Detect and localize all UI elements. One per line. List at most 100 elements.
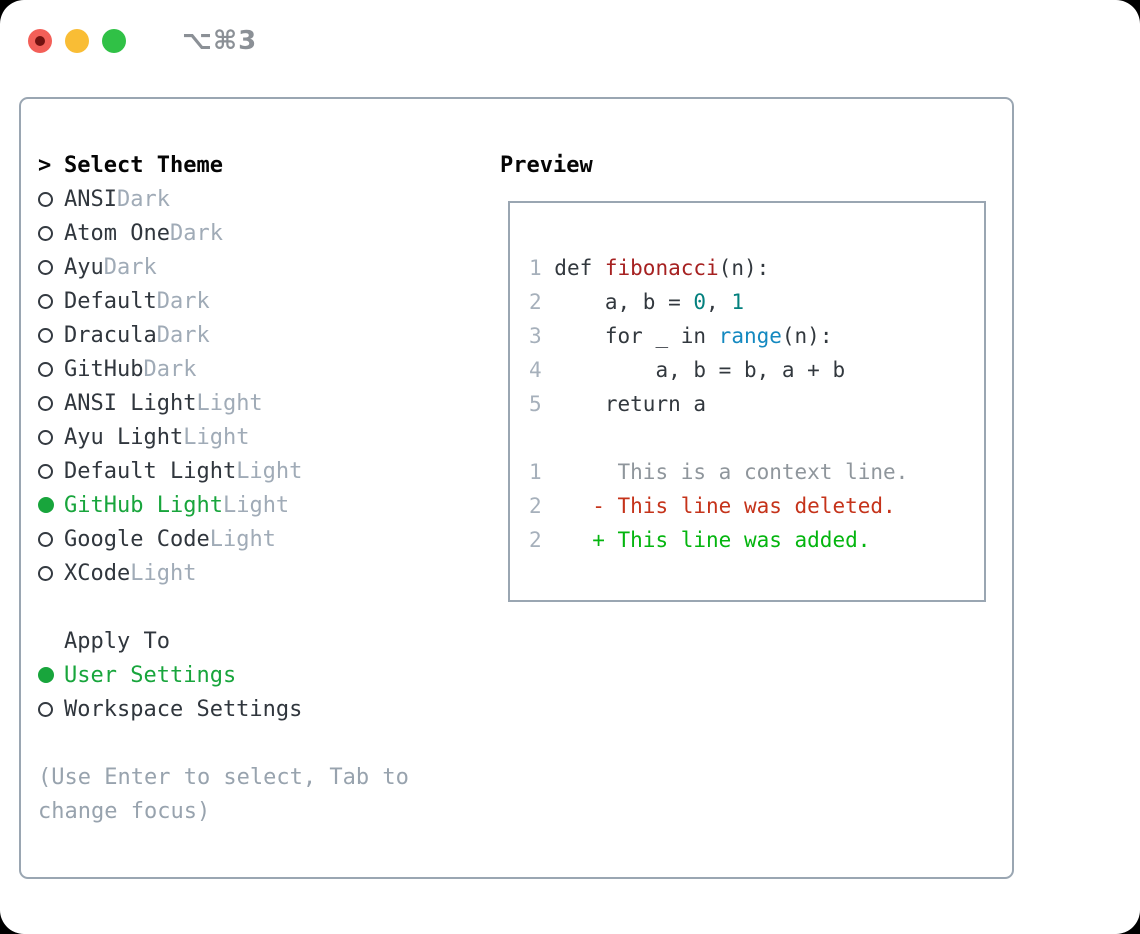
close-dot-icon <box>35 36 45 46</box>
option-tag: Dark <box>156 288 210 314</box>
option-label: User Settings <box>64 662 237 688</box>
theme-option-default-light[interactable]: Default Light Light <box>38 454 500 488</box>
option-tag: Dark <box>156 322 210 348</box>
line-number: 3 <box>529 324 542 348</box>
help-text-line: change focus) <box>38 798 211 824</box>
option-label: Ayu <box>64 254 104 280</box>
option-tag: Light <box>236 458 303 484</box>
radio-marker[interactable] <box>38 429 64 445</box>
radio-unselected-icon <box>38 225 53 241</box>
option-label: ANSI <box>64 186 117 212</box>
radio-marker[interactable] <box>38 565 64 581</box>
option-tag: Light <box>209 526 276 552</box>
radio-unselected-icon <box>38 395 53 411</box>
code-token-plain: return a <box>541 392 707 416</box>
radio-marker[interactable] <box>38 191 64 207</box>
option-label: ANSI Light <box>64 390 197 416</box>
option-label: Default <box>64 288 157 314</box>
radio-marker[interactable] <box>38 361 64 377</box>
line-number: 2 <box>529 494 542 518</box>
code-token-addition: + This line was added. <box>541 528 871 552</box>
radio-marker[interactable] <box>38 395 64 411</box>
option-label: Dracula <box>64 322 157 348</box>
code-line: 1 def fibonacci(n): <box>529 251 984 285</box>
window-shortcut-label: ⌥⌘3 <box>182 26 258 56</box>
radio-unselected-icon <box>38 259 53 275</box>
preview-column: Preview 1 def fibonacci(n):2 a, b = 0, 1… <box>500 148 1012 877</box>
code-line: 2 + This line was added. <box>529 523 984 557</box>
radio-marker[interactable] <box>38 497 64 513</box>
option-label: Workspace Settings <box>64 696 303 722</box>
apply-option-workspace-settings[interactable]: Workspace Settings <box>38 692 500 726</box>
radio-marker[interactable] <box>38 225 64 241</box>
theme-option-xcode[interactable]: XCode Light <box>38 556 500 590</box>
theme-option-ayu[interactable]: Ayu Dark <box>38 250 500 284</box>
option-tag: Light <box>196 390 263 416</box>
radio-unselected-icon <box>38 531 53 547</box>
titlebar: ⌥⌘3 <box>28 26 257 56</box>
theme-option-ansi-light[interactable]: ANSI Light Light <box>38 386 500 420</box>
theme-option-github-light[interactable]: GitHub Light Light <box>38 488 500 522</box>
code-line: 5 return a <box>529 387 984 421</box>
theme-option-atom-one[interactable]: Atom One Dark <box>38 216 500 250</box>
option-tag: Dark <box>143 356 197 382</box>
theme-option-github[interactable]: GitHub Dark <box>38 352 500 386</box>
radio-marker[interactable] <box>38 701 64 717</box>
option-label: XCode <box>64 560 131 586</box>
radio-marker[interactable] <box>38 667 64 683</box>
apply-option-user-settings[interactable]: User Settings <box>38 658 500 692</box>
line-number: 1 <box>529 256 542 280</box>
select-theme-title: Select Theme <box>64 152 223 178</box>
option-tag: Dark <box>116 186 170 212</box>
option-label: GitHub Light <box>64 492 223 518</box>
select-theme-header: >Select Theme <box>38 148 500 182</box>
code-token-plain: (n): <box>718 256 770 280</box>
radio-marker[interactable] <box>38 327 64 343</box>
radio-unselected-icon <box>38 701 53 717</box>
radio-unselected-icon <box>38 463 53 479</box>
option-label: GitHub <box>64 356 144 382</box>
code-line <box>529 421 984 455</box>
radio-marker[interactable] <box>38 259 64 275</box>
code-token-plain: , <box>706 290 732 314</box>
theme-option-default[interactable]: Default Dark <box>38 284 500 318</box>
line-number: 1 <box>529 460 542 484</box>
radio-marker[interactable] <box>38 531 64 547</box>
code-token-builtin: range <box>718 324 782 348</box>
radio-marker[interactable] <box>38 293 64 309</box>
theme-option-ayu-light[interactable]: Ayu Light Light <box>38 420 500 454</box>
line-number: 4 <box>529 358 542 382</box>
line-number: 2 <box>529 290 542 314</box>
close-button[interactable] <box>28 29 52 53</box>
theme-option-ansi[interactable]: ANSI Dark <box>38 182 500 216</box>
option-label: Atom One <box>64 220 170 246</box>
zoom-button[interactable] <box>102 29 126 53</box>
line-number: 5 <box>529 392 542 416</box>
radio-unselected-icon <box>38 565 53 581</box>
spacer <box>38 590 500 624</box>
code-token-number: 0 <box>693 290 707 314</box>
code-line: 2 a, b = 0, 1 <box>529 285 984 319</box>
code-token-plain: a, b = b, a + b <box>541 358 846 382</box>
preview-title: Preview <box>500 152 593 178</box>
code-line: 2 - This line was deleted. <box>529 489 984 523</box>
option-tag: Dark <box>169 220 223 246</box>
radio-unselected-icon <box>38 191 53 207</box>
option-label: Default Light <box>64 458 237 484</box>
radio-selected-icon <box>38 667 54 683</box>
code-token-number: 1 <box>731 290 744 314</box>
option-label: Ayu Light <box>64 424 184 450</box>
radio-unselected-icon <box>38 361 53 377</box>
theme-option-google-code[interactable]: Google Code Light <box>38 522 500 556</box>
theme-option-dracula[interactable]: Dracula Dark <box>38 318 500 352</box>
line-number: 2 <box>529 528 542 552</box>
option-tag: Light <box>222 492 290 518</box>
minimize-button[interactable] <box>65 29 89 53</box>
help-text-line: (Use Enter to select, Tab to <box>38 764 409 790</box>
radio-marker[interactable] <box>38 463 64 479</box>
